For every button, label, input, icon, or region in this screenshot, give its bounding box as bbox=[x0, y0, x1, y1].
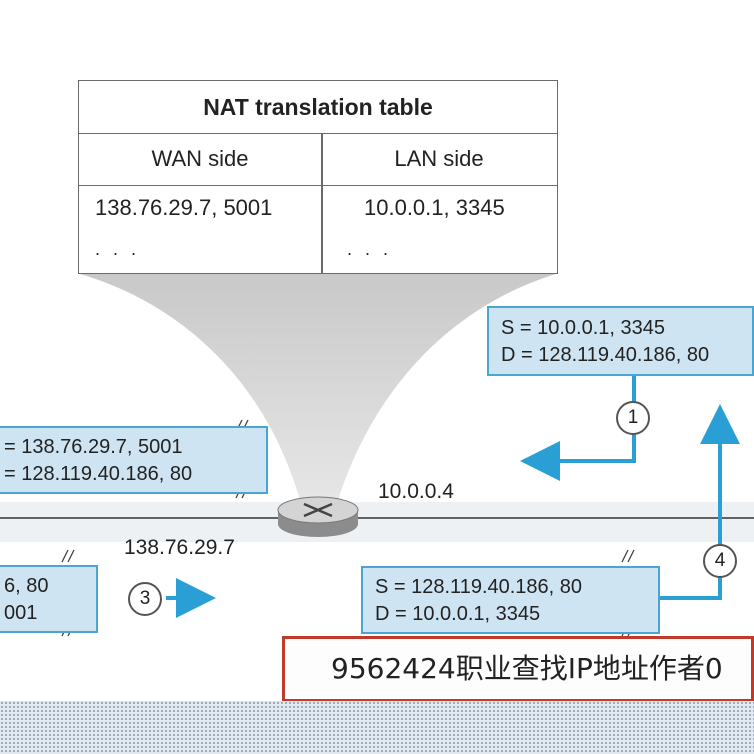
router-lan-ip: 10.0.0.4 bbox=[378, 480, 454, 503]
nat-translation-table: NAT translation table WAN side LAN side … bbox=[78, 80, 558, 274]
table-funnel bbox=[80, 274, 556, 500]
router-wan-ip: 138.76.29.7 bbox=[124, 536, 235, 559]
column-divider bbox=[321, 133, 323, 274]
router-icon bbox=[277, 496, 359, 537]
step-4-marker: 4 bbox=[703, 544, 737, 578]
wan-entry: 138.76.29.7, 5001 bbox=[95, 195, 273, 220]
packet-step-3: 6, 80 001 bbox=[0, 565, 98, 633]
network-band bbox=[0, 502, 754, 542]
packet-2-source: = 138.76.29.7, 5001 bbox=[4, 436, 183, 458]
packet-3-destination: 001 bbox=[4, 602, 38, 624]
wan-side-header: WAN side bbox=[79, 133, 321, 186]
bottom-noise-strip bbox=[0, 701, 754, 754]
packet-4-destination: D = 10.0.0.1, 3345 bbox=[375, 603, 541, 625]
packet-3-source: 6, 80 bbox=[4, 575, 49, 597]
arrow-step-4 bbox=[660, 404, 740, 600]
step-3-marker: 3 bbox=[128, 582, 162, 616]
lan-ellipsis: . . . bbox=[347, 239, 393, 259]
packet-1-source: S = 10.0.0.1, 3345 bbox=[501, 317, 666, 339]
packet-1-destination: D = 128.119.40.186, 80 bbox=[501, 344, 710, 366]
nat-table-title: NAT translation table bbox=[79, 81, 557, 134]
packet-step-2: = 138.76.29.7, 5001 = 128.119.40.186, 80 bbox=[0, 426, 268, 494]
packet-2-destination: = 128.119.40.186, 80 bbox=[4, 463, 193, 485]
step-1-marker: 1 bbox=[616, 401, 650, 435]
lan-side-header: LAN side bbox=[321, 133, 557, 186]
watermark-banner: 9562424职业查找IP地址作者0 bbox=[282, 636, 754, 702]
packet-step-4: S = 128.119.40.186, 80 D = 10.0.0.1, 334… bbox=[361, 566, 660, 634]
packet-4-source: S = 128.119.40.186, 80 bbox=[375, 576, 583, 598]
wan-ellipsis: . . . bbox=[95, 239, 141, 259]
lan-entry: 10.0.0.1, 3345 bbox=[364, 195, 505, 220]
packet-step-1: S = 10.0.0.1, 3345 D = 128.119.40.186, 8… bbox=[487, 306, 754, 376]
